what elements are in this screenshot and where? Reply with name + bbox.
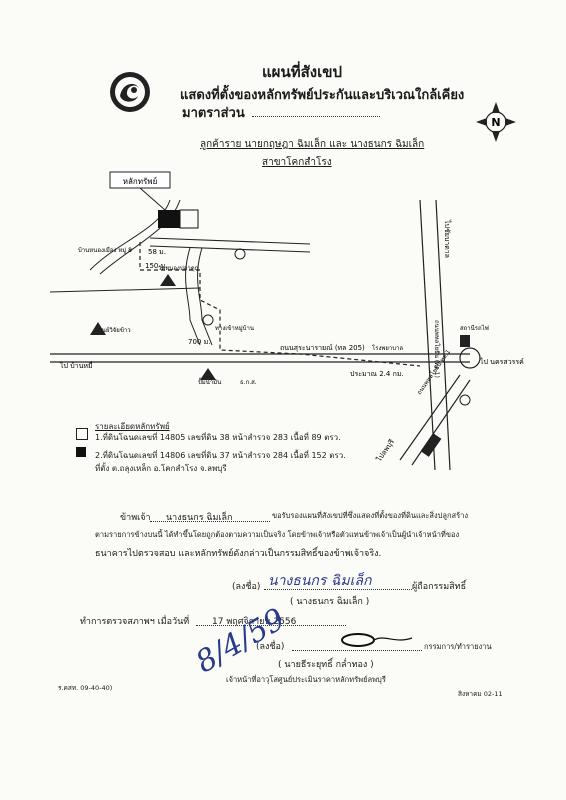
- scale-line: [252, 116, 380, 117]
- temple-icon: [160, 274, 176, 286]
- officer-role: กรรมการ/ทำรายงาน: [424, 642, 492, 651]
- roundabout: [459, 347, 481, 369]
- officer-sign-line: [292, 650, 422, 651]
- collateral-plot-2: [158, 210, 180, 228]
- owner-name: ( นางธนกร ฉิมเล็ก ): [290, 597, 370, 607]
- page-title: แผนที่สังเขป: [262, 63, 342, 81]
- highway-road-edge: [435, 199, 451, 470]
- nakhon-label: ไป นครสวรรค์: [479, 357, 524, 366]
- legend-swatch-2: [76, 447, 86, 457]
- legend-title: รายละเอียดหลักทรัพย์: [95, 422, 170, 431]
- footer-left-code: ร.คสท. 09-40-40): [58, 684, 113, 692]
- inspection-date-line: [196, 625, 346, 626]
- scale-label: มาตราส่วน: [182, 106, 245, 121]
- landmark-circle-icon-3: [459, 394, 471, 406]
- gas-station-label: ปั๊มน้ำมัน: [198, 376, 221, 386]
- cert-line-3: ธนาคารไปตรวจสอบ และหลักทรัพย์ดังกล่าวเป็…: [95, 549, 382, 559]
- dist-150: 150 ม.: [145, 262, 167, 270]
- collateral-plot-1: [179, 209, 199, 229]
- landmark-circle-icon: [234, 248, 246, 260]
- gas-station-icon: [200, 368, 216, 380]
- officer-sign-label: (ลงชื่อ): [256, 642, 285, 652]
- officer-signature-icon: [341, 633, 413, 647]
- west-road: [49, 287, 201, 293]
- research-center-icon: [90, 322, 106, 335]
- legend-item-1: 1.ที่ดินโฉนดเลขที่ 14805 เลขที่ดิน 38 หน…: [95, 433, 341, 442]
- cert-suffix: ขอรับรองแผนที่สังเขปที่ซึ่งแสดงที่ตั้งขอ…: [272, 511, 469, 520]
- lopburi-road: [399, 374, 461, 461]
- cert-name: นางธนกร ฉิมเล็ก: [166, 513, 233, 523]
- cert-prefix: ข้าพเจ้า: [120, 513, 151, 523]
- north-road: [89, 199, 171, 271]
- main-road-label: ถนนสุระนารายณ์ (ทล 205): [280, 344, 365, 352]
- officer-position: เจ้าหน้าที่อาวุโสศูนย์ประเมินราคาหลักทรั…: [226, 675, 386, 684]
- village-road-edge: [149, 245, 311, 253]
- north-label: N: [491, 116, 500, 129]
- location-map: หลักทรัพย์ 58 ม. 150 ม. 700 ม. ประมาณ 2.…: [49, 171, 524, 470]
- bank-label: ธ.ก.ส.: [240, 379, 257, 386]
- customer-line: ลูกค้าราย นายกฤษฎา ฉิมเล็ก และ นางธนกร ฉ…: [200, 139, 425, 150]
- cert-line-2: ตามรายการข้างบนนี้ ได้ทำขึ้นโดยถูกต้องตา…: [95, 530, 460, 539]
- side-road: [185, 247, 201, 346]
- village-label: บ้านหนองเมือง หมู่ 8: [78, 246, 132, 254]
- dist-700: 700 ม.: [188, 338, 210, 346]
- dist-58: 58 ม.: [148, 248, 166, 256]
- inspection-date: 17 พฤศจิกายน 2556: [212, 617, 297, 627]
- lopburi-label: ไปลพบุรี: [374, 437, 396, 464]
- market-icon: [420, 433, 442, 457]
- bank-logo-icon: [110, 72, 150, 112]
- highway-label: ถนนพหลโยธิน (ทล 1): [433, 320, 441, 378]
- owner-signature: นางธนกร ฉิมเล็ก: [268, 573, 372, 589]
- legend-location: ที่ตั้ง ต.ถลุงเหล็ก อ.โคกสำโรง จ.ลพบุรี: [95, 464, 227, 473]
- highway-road: [419, 199, 436, 470]
- north-road-edge: [99, 199, 181, 275]
- research-center-label: ศูนย์วิจัยข้าว: [98, 326, 131, 334]
- temple-label: วัดหนองปลาดุก: [158, 265, 199, 272]
- collateral-label: หลักทรัพย์: [123, 176, 158, 186]
- chai-badan-label: ไปชัยบาดาล: [443, 219, 452, 258]
- officer-name: ( นายธีระยุทธิ์ กล่ำทอง ): [278, 660, 374, 670]
- dist-24: ประมาณ 2.4 กม.: [350, 370, 404, 378]
- hospital-label: โรงพยาบาล: [372, 344, 403, 352]
- ban-mi-label: ไป บ้านหมี่: [59, 361, 93, 370]
- north-arrow-icon: N: [476, 102, 516, 142]
- owner-sign-line: [264, 589, 412, 590]
- landmark-circle-icon-2: [202, 314, 214, 326]
- page-subtitle: แสดงที่ตั้งของหลักทรัพย์ประกันและบริเวณใ…: [180, 88, 465, 103]
- branch-name: สาขาโคกสำโรง: [262, 157, 332, 168]
- legend-swatch-1: [76, 428, 88, 440]
- station-icon: [460, 335, 470, 347]
- collateral-pointer: [139, 187, 166, 211]
- footer-right-code: สิงหาคม 02-11: [458, 690, 503, 698]
- owner-sign-label: (ลงชื่อ): [232, 582, 261, 592]
- route-path: [139, 242, 421, 367]
- entrance-label: ทางเข้าหมู่บ้าน: [215, 325, 254, 332]
- side-road-edge: [197, 247, 213, 346]
- village-road: [149, 237, 311, 245]
- legend-item-2: 2.ที่ดินโฉนดเลขที่ 14806 เลขที่ดิน 37 หน…: [95, 451, 346, 460]
- owner-role: ผู้ถือกรรมสิทธิ์: [412, 582, 467, 592]
- station-label: สถานีรถไฟ: [460, 324, 489, 332]
- inspection-label: ทำการตรวจสภาพฯ เมื่อวันที่: [80, 617, 190, 627]
- cert-name-line: [150, 521, 270, 522]
